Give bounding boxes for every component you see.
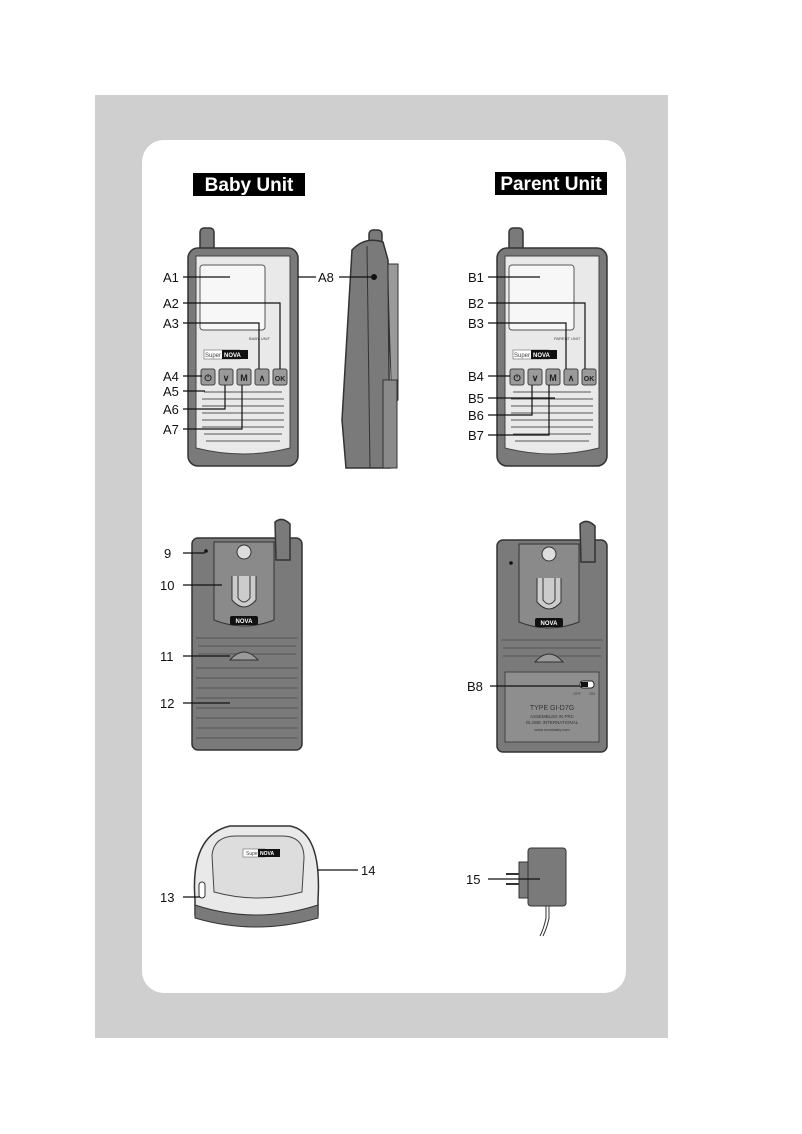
a8-point [371,274,377,280]
baby-front-labels: A1 A2 A3 A4 A5 A6 A7 [163,270,179,437]
clip-logo: NOVA [541,621,559,627]
logo-super: Super [514,353,530,359]
parent-front-labels: B1 B2 B3 B4 B5 B6 B7 [468,270,484,443]
baby-unit-title-bg [193,173,305,196]
menu-button-label: M [549,373,557,383]
microphone-hole [204,549,208,553]
assembled-text: ASSEMBLED IN PRC [530,714,575,719]
label-b7: B7 [468,428,484,443]
label-b4: B4 [468,369,484,384]
ok-button-label: OK [584,376,595,383]
label-13: 13 [160,890,174,905]
label-14: 14 [361,863,375,878]
up-arrow-icon: ∧ [568,373,575,383]
label-b2: B2 [468,296,484,311]
down-arrow-icon: ∨ [532,373,539,383]
label-a3: A3 [163,316,179,331]
switch-off-label: OFF [573,691,582,696]
baby-unit-side [341,229,399,469]
label-9: 9 [164,546,171,561]
label-b1: B1 [468,270,484,285]
logo-nova: NOVA [533,353,551,359]
parent-unit-back: NOVA OFF ON TYPE GI-D7G ASSEMBLED IN PRC… [496,520,608,753]
up-arrow-icon: ∧ [259,373,266,383]
logo-super: Super [205,353,221,359]
website-text: www.novababy.com [534,727,570,732]
baby-unit-title: Baby Unit [205,175,294,196]
power-adapter [506,847,567,937]
cradle-logo-super: Super [246,851,260,857]
baby-unit-back: NOVA [191,518,303,751]
company-text: GLOBE INTERNATIONAL [526,720,579,725]
screen-text: PARENT UNIT [554,336,581,341]
down-arrow-icon: ∨ [223,373,230,383]
screen-text: BABY UNIT [249,336,271,341]
clip-logo: NOVA [236,619,254,625]
label-b5: B5 [468,391,484,406]
logo-nova: NOVA [224,353,242,359]
menu-button-label: M [240,373,248,383]
label-a5: A5 [163,384,179,399]
charging-indicator [198,881,206,899]
baby-callout-lines [183,276,281,430]
label-b3: B3 [468,316,484,331]
parent-unit-front: PARENT UNIT Super NOVA ⏻ ∨ M ∧ OK [496,227,608,467]
charging-cradle: Super NOVA [193,825,320,928]
label-10: 10 [160,578,174,593]
power-icon: ⏻ [513,373,521,383]
cradle-logo-nova: NOVA [260,851,274,857]
power-icon: ⏻ [204,373,212,383]
indicator-hole [509,561,513,565]
label-a8: A8 [318,270,334,285]
label-b8: B8 [467,679,483,694]
parent-unit-title-bg [495,172,607,195]
label-12: 12 [160,696,174,711]
parent-callout-lines [488,276,586,436]
label-11: 11 [160,649,174,664]
label-a4: A4 [163,369,179,384]
type-text: TYPE GI-D7G [530,705,574,712]
parent-unit-title: Parent Unit [500,174,602,195]
baby-unit-front: BABY UNIT Super NOVA ⏻ ∨ M ∧ OK [187,227,299,467]
label-a6: A6 [163,402,179,417]
label-15: 15 [466,872,480,887]
switch-on-label: ON [589,691,595,696]
label-a1: A1 [163,270,179,285]
label-b6: B6 [468,408,484,423]
label-a2: A2 [163,296,179,311]
ok-button-label: OK [275,376,286,383]
label-a7: A7 [163,422,179,437]
